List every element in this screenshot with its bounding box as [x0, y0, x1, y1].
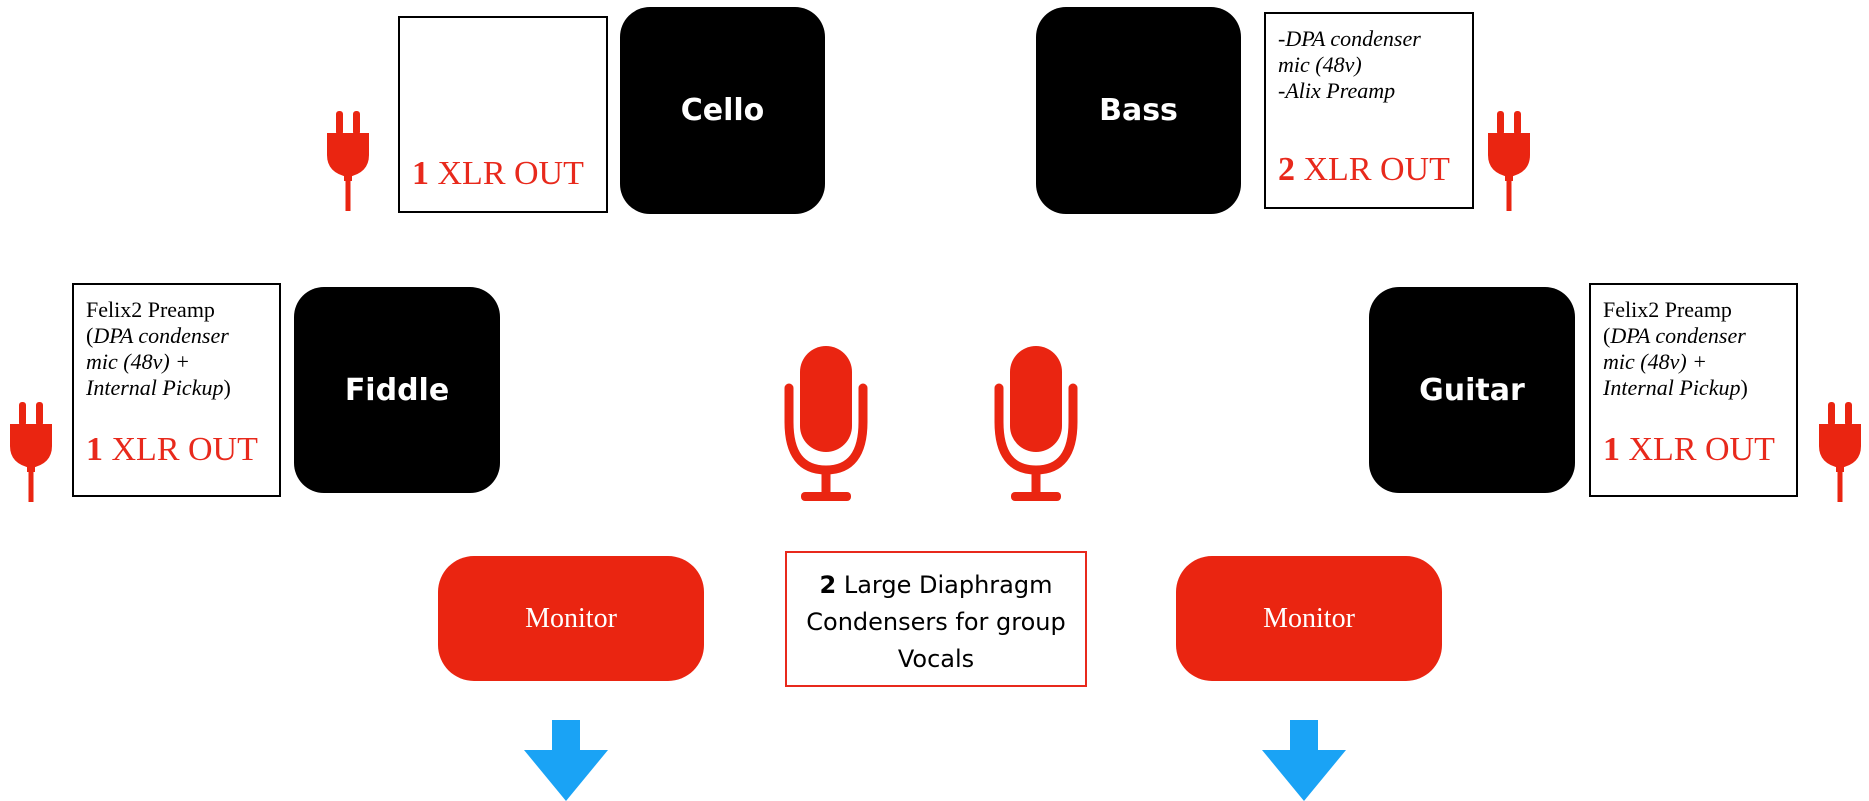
- fiddle-output-note: Felix2 Preamp (DPA condenser mic (48v) +…: [72, 283, 281, 497]
- power-plug-icon: [1819, 402, 1861, 502]
- power-plug-icon: [327, 111, 369, 211]
- guitar-note-text: Felix2 Preamp (DPA condenser mic (48v) +…: [1603, 297, 1748, 400]
- arrow-down-icon: [1262, 720, 1346, 801]
- instrument-guitar: Guitar: [1369, 287, 1575, 493]
- monitor-right: Monitor: [1176, 556, 1442, 681]
- instrument-fiddle: Fiddle: [294, 287, 500, 493]
- instrument-cello-label: Cello: [680, 93, 765, 128]
- arrow-down-icon: [524, 720, 608, 801]
- guitar-xlr-out: 1 XLR OUT: [1603, 431, 1775, 468]
- vocals-note: 2 Large Diaphragm Condensers for group V…: [785, 551, 1087, 687]
- guitar-output-note: Felix2 Preamp (DPA condenser mic (48v) +…: [1589, 283, 1798, 497]
- instrument-guitar-label: Guitar: [1419, 372, 1525, 408]
- microphone-icon: [784, 346, 868, 501]
- instrument-bass-label: Bass: [1099, 93, 1178, 128]
- power-plug-icon: [10, 402, 52, 502]
- cello-xlr-out: 1 XLR OUT: [412, 155, 584, 192]
- monitor-left: Monitor: [438, 556, 704, 681]
- instrument-fiddle-label: Fiddle: [344, 372, 450, 408]
- bass-xlr-out: 2 XLR OUT: [1278, 151, 1450, 188]
- monitor-right-label: Monitor: [1263, 602, 1355, 634]
- cello-output-note: 1 XLR OUT: [398, 16, 608, 213]
- monitor-left-label: Monitor: [525, 602, 617, 634]
- bass-output-note: -DPA condenser mic (48v) -Alix Preamp 2 …: [1264, 12, 1474, 209]
- fiddle-note-text: Felix2 Preamp (DPA condenser mic (48v) +…: [86, 297, 231, 400]
- bass-note-text: -DPA condenser mic (48v) -Alix Preamp: [1278, 26, 1421, 103]
- fiddle-xlr-out: 1 XLR OUT: [86, 431, 258, 468]
- instrument-cello: Cello: [620, 7, 825, 214]
- microphone-icon: [994, 346, 1078, 501]
- power-plug-icon: [1488, 111, 1530, 211]
- instrument-bass: Bass: [1036, 7, 1241, 214]
